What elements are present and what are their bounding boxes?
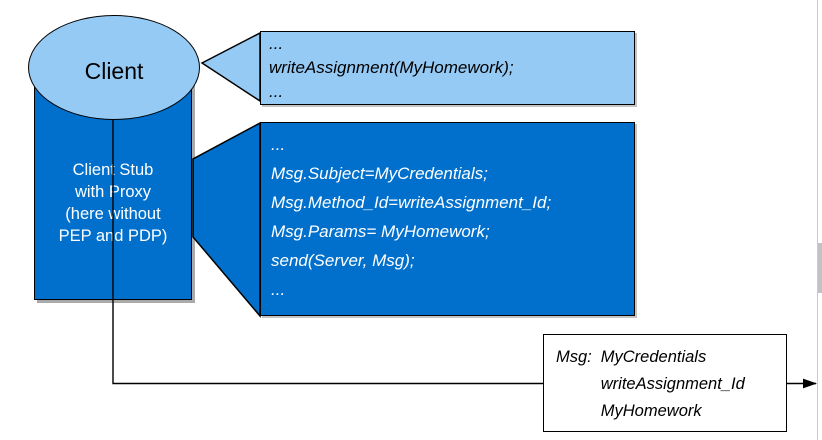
scrollbar-track[interactable] [817, 0, 822, 440]
stub-callout-box: ... Msg.Subject=MyCredentials; Msg.Metho… [260, 122, 635, 316]
message-value: MyCredentials [600, 348, 707, 366]
client-stub-label-line: with Proxy [74, 183, 152, 201]
code-line: writeAssignment(MyHomework); [269, 58, 514, 77]
message-box: Msg: MyCredentials writeAssignment_Id My… [543, 334, 787, 432]
client-ellipse: Client [28, 15, 200, 120]
client-stub-label-line: PEP and PDP) [58, 227, 168, 245]
code-line: Msg.Params= MyHomework; [271, 222, 490, 241]
code-line: ... [269, 82, 284, 101]
code-line: ... [271, 135, 286, 154]
arrowhead-icon [803, 378, 817, 389]
code-line: Msg.Method_Id=writeAssignment_Id; [271, 193, 552, 212]
stub-callout-pointer [192, 121, 261, 319]
code-line: ... [271, 280, 286, 299]
client-label: Client [84, 58, 144, 84]
code-line: send(Server, Msg); [271, 251, 415, 270]
message-value: writeAssignment_Id [600, 375, 745, 393]
message-label: Msg: [556, 348, 592, 366]
client-callout-box: ... writeAssignment(MyHomework); ... [260, 31, 635, 105]
client-callout-pointer [200, 31, 261, 103]
message-value: MyHomework [600, 402, 702, 420]
client-stub-label-line: Client Stub [72, 161, 154, 179]
code-line: Msg.Subject=MyCredentials; [271, 164, 488, 183]
client-stub-label-line: (here without [65, 205, 161, 223]
message-values: MyCredentials writeAssignment_Id MyHomew… [601, 344, 745, 431]
scrollbar-thumb[interactable] [818, 243, 822, 293]
code-line: ... [269, 34, 284, 53]
